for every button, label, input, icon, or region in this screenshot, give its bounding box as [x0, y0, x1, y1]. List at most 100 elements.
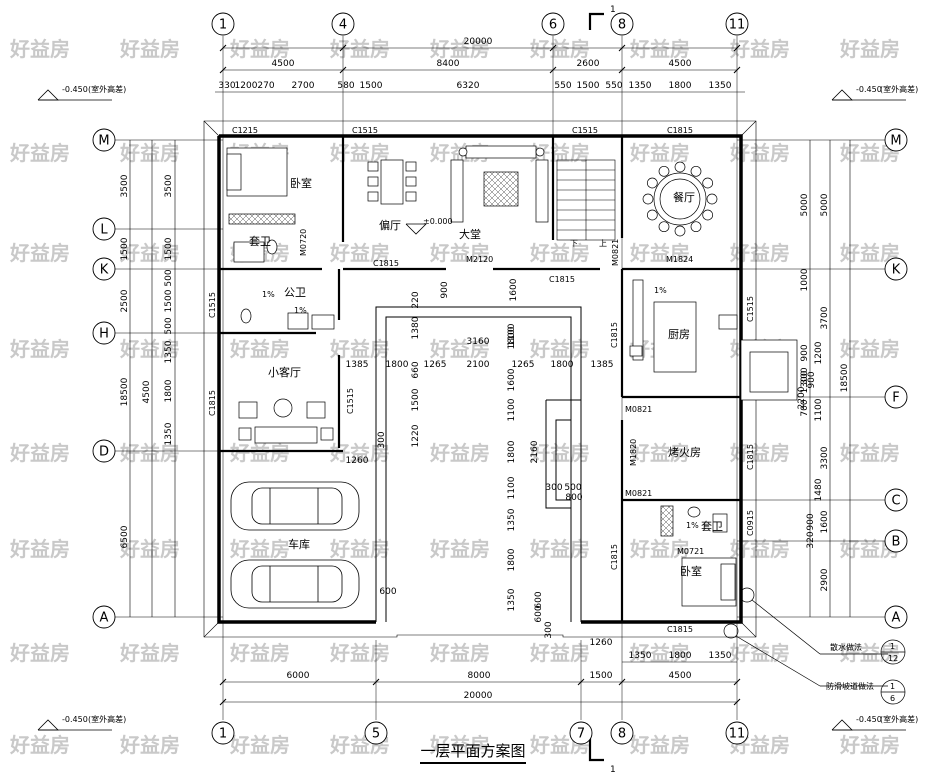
- axis-label-right: K: [892, 263, 901, 278]
- watermark-text: 好益房: [9, 733, 70, 757]
- watermark-text: 好益房: [9, 537, 70, 561]
- dim-in-15: 1220: [411, 424, 421, 447]
- axis-label-bottom: 7: [577, 727, 585, 742]
- dim-right-in-11: 320: [806, 531, 816, 548]
- label-c1815-bed: C1815: [610, 544, 619, 570]
- dim-right-in-9: 1480: [814, 478, 824, 501]
- dim-right-in-8: 1300: [800, 370, 810, 393]
- chair-icon: [674, 225, 686, 237]
- axis-bubble: [92, 128, 116, 152]
- detail-ramp-sheet: 6: [890, 694, 895, 703]
- stair-down: 下: [570, 239, 578, 248]
- watermark-text: 好益房: [119, 537, 180, 561]
- watermark-text: 好益房: [9, 441, 70, 465]
- label-c1815-mid-l: C1815: [373, 259, 399, 268]
- dim-in-33: 2200: [797, 386, 807, 409]
- axis-bubble: [92, 321, 116, 345]
- watermark-layer: 好益房好益房好益房好益房好益房好益房好益房好益房好益房好益房好益房好益房好益房好…: [9, 37, 900, 757]
- dim-top-total: 20000: [464, 37, 493, 47]
- watermark-text: 好益房: [429, 641, 490, 665]
- axis-label-right: C: [891, 494, 900, 509]
- label-c1515-b: C1515: [572, 126, 598, 135]
- car-icon: [230, 481, 360, 531]
- dim-top-r2-10: 1350: [629, 81, 652, 91]
- dim-in-14: 1500: [411, 388, 421, 411]
- section-mark-bottom: 1: [610, 765, 616, 775]
- watermark-text: 好益房: [839, 37, 900, 61]
- watermark-text: 好益房: [329, 241, 390, 265]
- watermark-text: 好益房: [729, 441, 790, 465]
- dim-bottom-r1-3: 4500: [669, 671, 692, 681]
- dim-bottom-r1-0: 6000: [287, 671, 310, 681]
- dim-in-35: 600: [534, 591, 544, 608]
- axis-label-top: 1: [219, 18, 227, 33]
- axis-label-left: K: [100, 263, 109, 278]
- dim-in-5: 1800: [551, 360, 574, 370]
- axis-label-left: D: [99, 445, 109, 460]
- axis-bubble: [610, 12, 634, 36]
- sofa-icon: [450, 159, 464, 223]
- dim-top-r2-8: 1500: [577, 81, 600, 91]
- dim-in-27: 600: [379, 587, 396, 597]
- dim-in-9: 1600: [509, 278, 519, 301]
- chair-icon: [658, 165, 670, 177]
- dim-right-in-3: 1200: [814, 341, 824, 364]
- dim-bottom-r2-2: 1350: [709, 651, 732, 661]
- slope-1: 1%: [262, 290, 275, 299]
- axis-label-bottom: 5: [372, 727, 380, 742]
- watermark-text: 好益房: [629, 641, 690, 665]
- chair-icon: [642, 193, 654, 205]
- detail-ramp-ref: 1: [890, 682, 895, 691]
- elevation-br: -0.450: [856, 715, 882, 724]
- label-m0821-a: M0821: [611, 239, 620, 266]
- axis-label-right: B: [892, 535, 901, 550]
- axis-bubble: [211, 721, 235, 745]
- dim-right-in-2: 900: [800, 344, 810, 361]
- axis-label-bottom: 11: [729, 727, 746, 742]
- dim-in-16: 1100: [507, 398, 517, 421]
- dim-left-in-4: 500: [164, 317, 174, 334]
- axis-label-top: 11: [729, 18, 746, 33]
- axis-label-right: F: [892, 391, 899, 406]
- watermark-text: 好益房: [9, 641, 70, 665]
- dim-right-in-0: 5000: [820, 193, 830, 216]
- dim-in-19: 2160: [530, 440, 540, 463]
- axis-label-left: H: [99, 327, 109, 342]
- label-c1815-mid-r: C1815: [549, 275, 575, 284]
- watermark-text: 好益房: [529, 241, 590, 265]
- label-c1515-left: C1515: [208, 292, 217, 318]
- watermark-text: 好益房: [229, 537, 290, 561]
- chair-icon: [690, 165, 702, 177]
- dim-in-31: 600: [534, 605, 544, 622]
- watermark-text: 好益房: [839, 441, 900, 465]
- axis-bubble: [211, 12, 235, 36]
- room-fire: 烤火房: [668, 445, 701, 459]
- watermark-text: 好益房: [529, 537, 590, 561]
- watermark-text: 好益房: [9, 241, 70, 265]
- label-m2120: M2120: [466, 255, 493, 264]
- axis-bubble: [884, 529, 908, 553]
- watermark-text: 好益房: [839, 733, 900, 757]
- label-m1820: M1820: [629, 439, 638, 466]
- dim-in-13: 660: [411, 361, 421, 378]
- label-c1815-bottom: C1815: [667, 625, 693, 634]
- dim-top-r1-0: 4500: [272, 59, 295, 69]
- axis-label-left: M: [98, 134, 109, 149]
- dim-top-r1-2: 2600: [577, 59, 600, 69]
- dim-left-in-1: 1500: [164, 237, 174, 260]
- dim-top-r2-6: 6320: [457, 81, 480, 91]
- watermark-text: 好益房: [429, 37, 490, 61]
- watermark-text: 好益房: [329, 37, 390, 61]
- label-c1215: C1215: [232, 126, 258, 135]
- watermark-text: 好益房: [429, 441, 490, 465]
- label-c1515-kitchen-r: C1515: [746, 296, 755, 322]
- dim-in-26: 800: [565, 493, 582, 503]
- dim-right-in-5: 900: [807, 371, 817, 388]
- label-m0821-b: M0821: [625, 405, 652, 414]
- detail-apron-ref: 1: [890, 642, 895, 651]
- watermark-text: 好益房: [229, 37, 290, 61]
- dim-top-r2-4: 580: [337, 81, 354, 91]
- chair-icon: [706, 193, 718, 205]
- chair-icon: [646, 177, 658, 189]
